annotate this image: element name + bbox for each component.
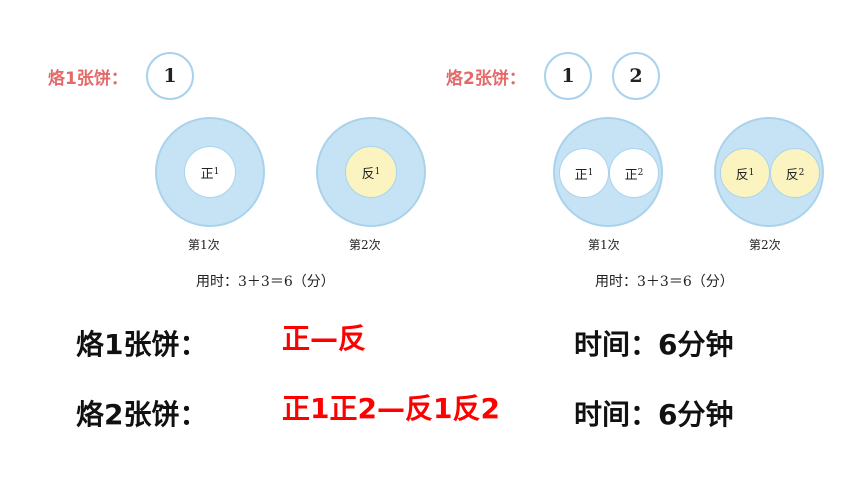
right-label: 烙2张饼： bbox=[446, 69, 526, 89]
summary-row1-time: 时间：6分钟 bbox=[574, 328, 734, 361]
summary-row2-time: 时间：6分钟 bbox=[574, 398, 734, 431]
caption-right-1: 第1次 bbox=[588, 238, 620, 252]
summary-row2-label: 烙2张饼： bbox=[76, 398, 208, 431]
caption-left-1: 第1次 bbox=[188, 238, 220, 252]
left-label: 烙1张饼： bbox=[48, 69, 128, 89]
cake-count-circle-1: 1 bbox=[544, 52, 592, 100]
formula-left: 用时：3＋3＝6（分） bbox=[196, 274, 335, 290]
caption-right-2: 第2次 bbox=[749, 238, 781, 252]
cake-count-circle-1: 1 bbox=[146, 52, 194, 100]
caption-left-2: 第2次 bbox=[349, 238, 381, 252]
cake-count-circle-2: 2 bbox=[612, 52, 660, 100]
formula-right: 用时：3＋3＝6（分） bbox=[595, 274, 734, 290]
summary-row2-sequence: 正1正2—反1反2 bbox=[282, 392, 500, 425]
summary-row1-sequence: 正—反 bbox=[282, 322, 367, 355]
summary-row1-label: 烙1张饼： bbox=[76, 328, 208, 361]
